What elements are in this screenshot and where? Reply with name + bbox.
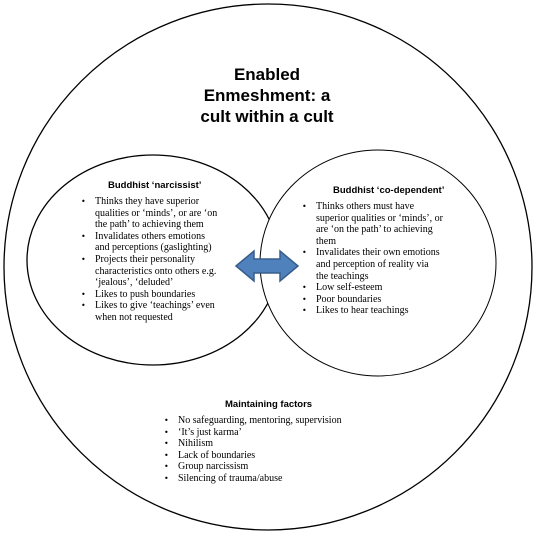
title-line-3: cult within a cult <box>200 107 334 126</box>
list-item: Poor boundaries <box>300 294 480 306</box>
maintaining-heading: Maintaining factors <box>225 399 313 410</box>
list-item: ‘It’s just karma’ <box>162 427 402 439</box>
title-line-1: Enabled <box>233 65 301 84</box>
list-item: Silencing of trauma/abuse <box>162 473 402 485</box>
list-item: Lack of boundaries <box>162 450 402 462</box>
list-item: Group narcissism <box>162 461 402 473</box>
list-item: Likes to push boundaries <box>79 289 259 301</box>
list-item: Projects their personalitycharacteristic… <box>79 254 259 289</box>
outer-circle <box>3 3 533 531</box>
list-item: Likes to hear teachings <box>300 305 480 317</box>
list-item: No safeguarding, mentoring, supervision <box>162 415 402 427</box>
narcissist-heading: Buddhist ‘narcissist’ <box>108 180 202 191</box>
maintaining-list: No safeguarding, mentoring, supervision … <box>162 415 402 485</box>
title-line-2: Enmeshment: a <box>203 86 331 105</box>
list-item: Nihilism <box>162 438 402 450</box>
codependent-heading: Buddhist ‘co-dependent’ <box>333 185 445 196</box>
list-item: Low self-esteem <box>300 282 480 294</box>
